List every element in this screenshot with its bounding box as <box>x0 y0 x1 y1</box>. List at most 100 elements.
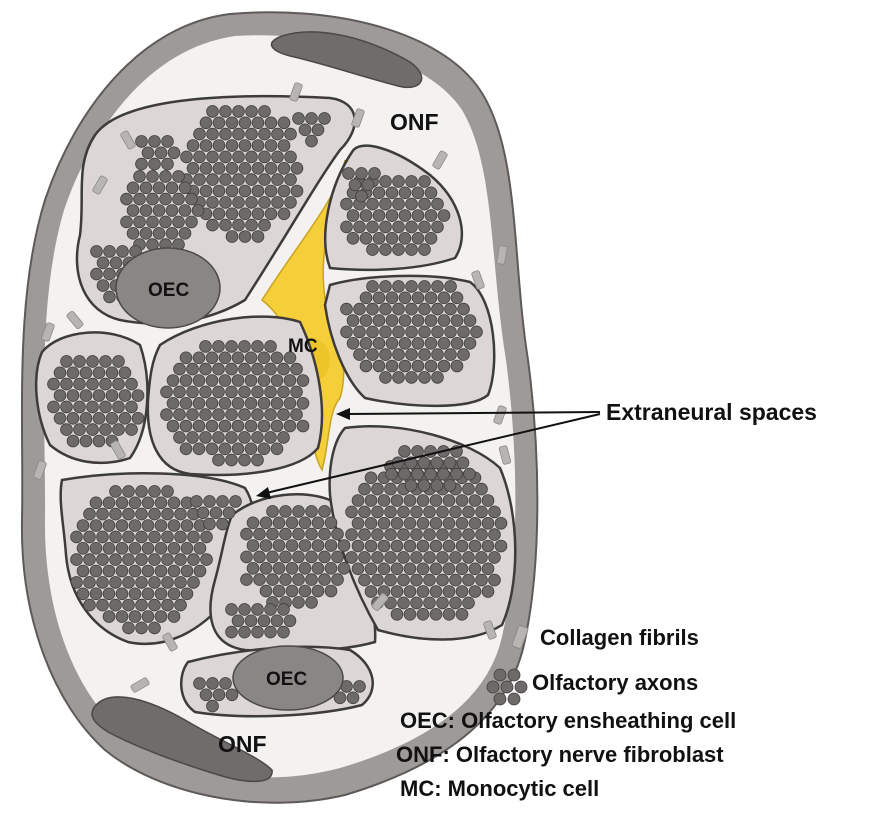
axon <box>167 397 179 409</box>
axon <box>319 574 331 586</box>
axon <box>175 508 187 520</box>
axon <box>129 565 141 577</box>
axon <box>450 597 462 609</box>
axon <box>373 292 385 304</box>
axon <box>232 397 244 409</box>
axon <box>97 508 109 520</box>
axon <box>129 497 141 509</box>
axon <box>406 176 418 188</box>
axon <box>116 497 128 509</box>
axon <box>252 117 264 129</box>
axon <box>464 315 476 327</box>
axon <box>306 574 318 586</box>
axon <box>411 552 423 564</box>
axon <box>167 375 179 387</box>
axon <box>325 517 337 529</box>
axon <box>252 363 264 375</box>
axon <box>265 140 277 152</box>
axon <box>438 468 450 480</box>
axon <box>252 162 264 174</box>
axon <box>259 219 271 231</box>
axon <box>437 597 449 609</box>
axon <box>254 528 266 540</box>
axon <box>352 563 364 575</box>
axon <box>175 577 187 589</box>
axon <box>136 508 148 520</box>
axon <box>299 124 311 136</box>
axon <box>380 176 392 188</box>
axon <box>444 457 456 469</box>
axon <box>412 187 424 199</box>
axon <box>193 397 205 409</box>
axon <box>445 303 457 315</box>
axon <box>406 198 418 210</box>
axon <box>252 208 264 220</box>
axon <box>332 574 344 586</box>
axon <box>260 517 272 529</box>
axon <box>149 531 161 543</box>
axon <box>97 554 109 566</box>
axon <box>187 386 199 398</box>
axon <box>463 506 475 518</box>
axon <box>155 542 167 554</box>
axon <box>285 174 297 186</box>
axon <box>451 337 463 349</box>
axon <box>239 386 251 398</box>
axon <box>443 586 455 598</box>
axon <box>372 574 384 586</box>
axon <box>80 412 92 424</box>
axon <box>312 517 324 529</box>
axon <box>80 367 92 379</box>
axon <box>306 597 318 609</box>
axon <box>246 151 258 163</box>
axon <box>97 280 109 292</box>
axon <box>116 588 128 600</box>
axon <box>419 303 431 315</box>
axon <box>508 693 520 705</box>
axon <box>103 542 115 554</box>
axon <box>166 182 178 194</box>
axon <box>445 281 457 293</box>
axon <box>84 599 96 611</box>
axon <box>226 454 238 466</box>
axon <box>142 542 154 554</box>
axon <box>258 615 270 627</box>
axon <box>206 420 218 432</box>
axon <box>220 128 232 140</box>
axon <box>173 193 185 205</box>
axon <box>443 517 455 529</box>
axon <box>220 174 232 186</box>
axon <box>194 678 206 690</box>
axon <box>458 326 470 338</box>
axon <box>354 349 366 361</box>
axon <box>192 205 204 217</box>
axon <box>117 246 129 258</box>
axon <box>84 508 96 520</box>
axon <box>90 520 102 532</box>
axon <box>489 506 501 518</box>
axon <box>431 480 443 492</box>
axon <box>217 518 229 530</box>
axon <box>239 432 251 444</box>
axon <box>119 390 131 402</box>
axon <box>90 565 102 577</box>
axon <box>406 244 418 256</box>
axon <box>142 565 154 577</box>
axon <box>110 531 122 543</box>
axon <box>352 540 364 552</box>
axon <box>259 106 271 118</box>
axon <box>360 292 372 304</box>
axon <box>430 517 442 529</box>
axon <box>411 529 423 541</box>
axon <box>104 246 116 258</box>
axon <box>291 185 303 197</box>
axon <box>129 520 141 532</box>
axon <box>254 574 266 586</box>
axon <box>121 193 133 205</box>
axon <box>245 375 257 387</box>
axon <box>489 552 501 564</box>
axon <box>175 531 187 543</box>
axon <box>417 517 429 529</box>
label-onf-bottom: ONF <box>218 731 267 757</box>
axon <box>425 232 437 244</box>
